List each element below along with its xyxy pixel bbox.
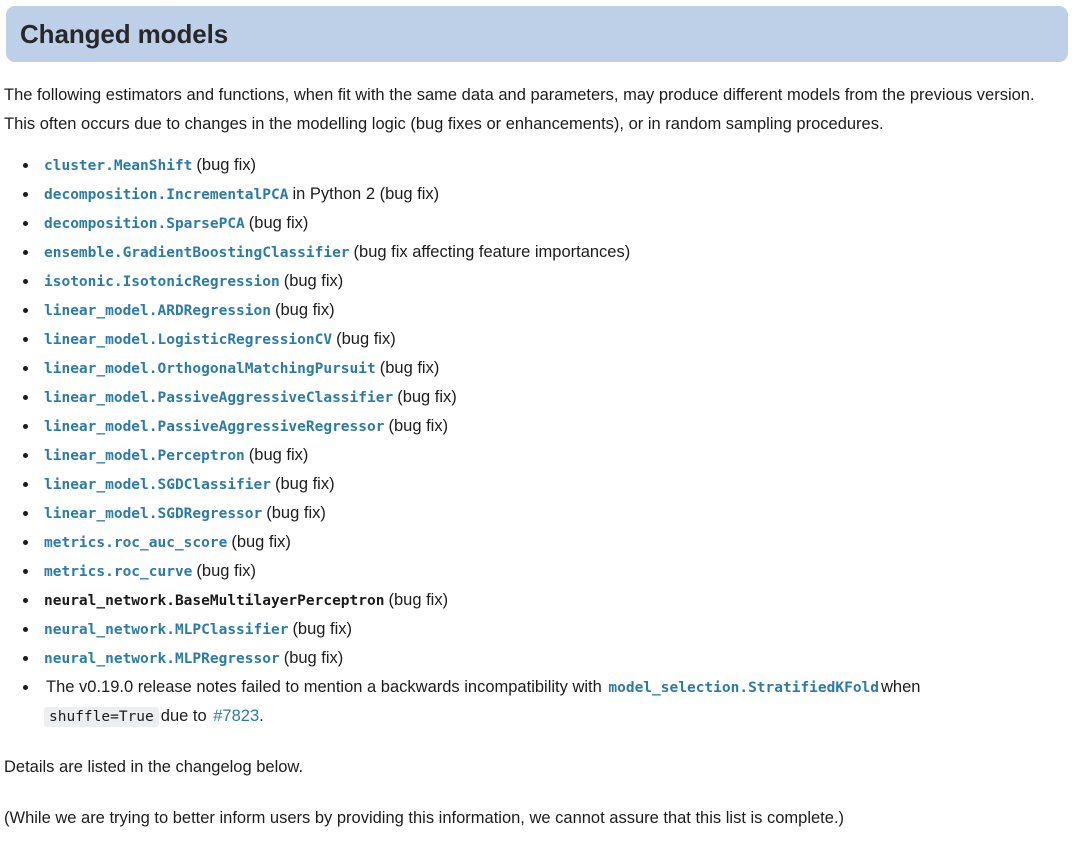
list-item: decomposition.SparsePCA(bug fix) [4, 209, 1066, 238]
api-link[interactable]: neural_network.MLPClassifier [44, 622, 289, 638]
disclaimer-paragraph: (While we are trying to better inform us… [4, 809, 845, 827]
list-item: cluster.MeanShift(bug fix) [4, 151, 1066, 180]
content-area: The following estimators and functions, … [0, 81, 1080, 833]
list-item: isotonic.IsotonicRegression(bug fix) [4, 267, 1066, 296]
list-item-note: (bug fix) [336, 330, 396, 348]
final-text-end: . [259, 707, 264, 725]
list-item-note: (bug fix) [379, 359, 440, 377]
api-link[interactable]: linear_model.ARDRegression [44, 303, 271, 319]
api-link[interactable]: neural_network.MLPRegressor [44, 651, 280, 667]
section-banner: Changed models [6, 6, 1068, 62]
api-link[interactable]: linear_model.PassiveAggressiveRegressor [44, 419, 385, 435]
api-link[interactable]: linear_model.OrthogonalMatchingPursuit [44, 361, 376, 377]
list-item: linear_model.SGDClassifier(bug fix) [4, 470, 1066, 499]
list-item: neural_network.MLPRegressor(bug fix) [4, 644, 1066, 673]
api-link[interactable]: cluster.MeanShift [44, 158, 193, 174]
api-link[interactable]: linear_model.PassiveAggressiveClassifier [44, 390, 394, 406]
list-item: metrics.roc_auc_score(bug fix) [4, 528, 1066, 557]
list-item-note: in Python 2 (bug fix) [292, 185, 440, 203]
api-link[interactable]: linear_model.Perceptron [44, 448, 245, 464]
intro-paragraph: The following estimators and functions, … [4, 86, 1035, 133]
api-link[interactable]: metrics.roc_curve [44, 564, 193, 580]
api-link[interactable]: linear_model.LogisticRegressionCV [44, 332, 333, 348]
final-text-middle: when [881, 678, 921, 696]
list-item-note: (bug fix) [388, 417, 449, 435]
list-item-note: (bug fix) [283, 649, 344, 667]
list-item-note: (bug fix) [231, 533, 291, 551]
list-item: linear_model.PassiveAggressiveClassifier… [4, 383, 1066, 412]
list-item-note: (bug fix) [248, 214, 309, 232]
list-item-note: (bug fix) [388, 591, 449, 609]
list-item: linear_model.SGDRegressor(bug fix) [4, 499, 1066, 528]
list-item: linear_model.ARDRegression(bug fix) [4, 296, 1066, 325]
list-item-note: (bug fix affecting feature importances) [353, 243, 631, 261]
api-link[interactable]: linear_model.SGDClassifier [44, 477, 271, 493]
list-item-note: (bug fix) [274, 475, 335, 493]
api-link[interactable]: decomposition.IncrementalPCA [44, 187, 289, 203]
api-link[interactable]: isotonic.IsotonicRegression [44, 274, 280, 290]
api-link[interactable]: ensemble.GradientBoostingClassifier [44, 245, 350, 261]
api-link[interactable]: metrics.roc_auc_score [44, 535, 228, 551]
list-item: metrics.roc_curve(bug fix) [4, 557, 1066, 586]
list-item: ensemble.GradientBoostingClassifier(bug … [4, 238, 1066, 267]
list-item-note: (bug fix) [292, 620, 353, 638]
list-item: neural_network.BaseMultilayerPerceptron(… [4, 586, 1066, 615]
list-item-note: (bug fix) [248, 446, 309, 464]
api-link[interactable]: decomposition.SparsePCA [44, 216, 245, 232]
list-item-note: (bug fix) [274, 301, 335, 319]
list-item: linear_model.Perceptron(bug fix) [4, 441, 1066, 470]
list-item-note: (bug fix) [283, 272, 344, 290]
code-literal-shuffle: shuffle=True [44, 707, 159, 727]
list-item-stratifiedkfold-note: The v0.19.0 release notes failed to ment… [4, 673, 1066, 731]
list-item-note: (bug fix) [266, 504, 326, 522]
api-link[interactable]: linear_model.SGDRegressor [44, 506, 263, 522]
details-paragraph: Details are listed in the changelog belo… [4, 758, 304, 776]
final-text-before: The v0.19.0 release notes failed to ment… [46, 678, 602, 696]
list-item: linear_model.PassiveAggressiveRegressor(… [4, 412, 1066, 441]
list-item: linear_model.OrthogonalMatchingPursuit(b… [4, 354, 1066, 383]
changelog-page: Changed models The following estimators … [0, 6, 1080, 833]
issue-link[interactable]: #7823 [213, 707, 260, 725]
list-item: neural_network.MLPClassifier(bug fix) [4, 615, 1066, 644]
api-link-stratifiedkfold[interactable]: model_selection.StratifiedKFold [608, 680, 880, 696]
list-item: linear_model.LogisticRegressionCV(bug fi… [4, 325, 1066, 354]
api-name: neural_network.BaseMultilayerPerceptron [44, 593, 385, 609]
list-item-note: (bug fix) [196, 156, 257, 174]
final-text-after: due to [160, 707, 207, 725]
list-item-note: (bug fix) [397, 388, 457, 406]
page-title: Changed models [20, 19, 229, 49]
changed-models-list: cluster.MeanShift(bug fix)decomposition.… [4, 151, 1066, 731]
list-item-note: (bug fix) [196, 562, 257, 580]
